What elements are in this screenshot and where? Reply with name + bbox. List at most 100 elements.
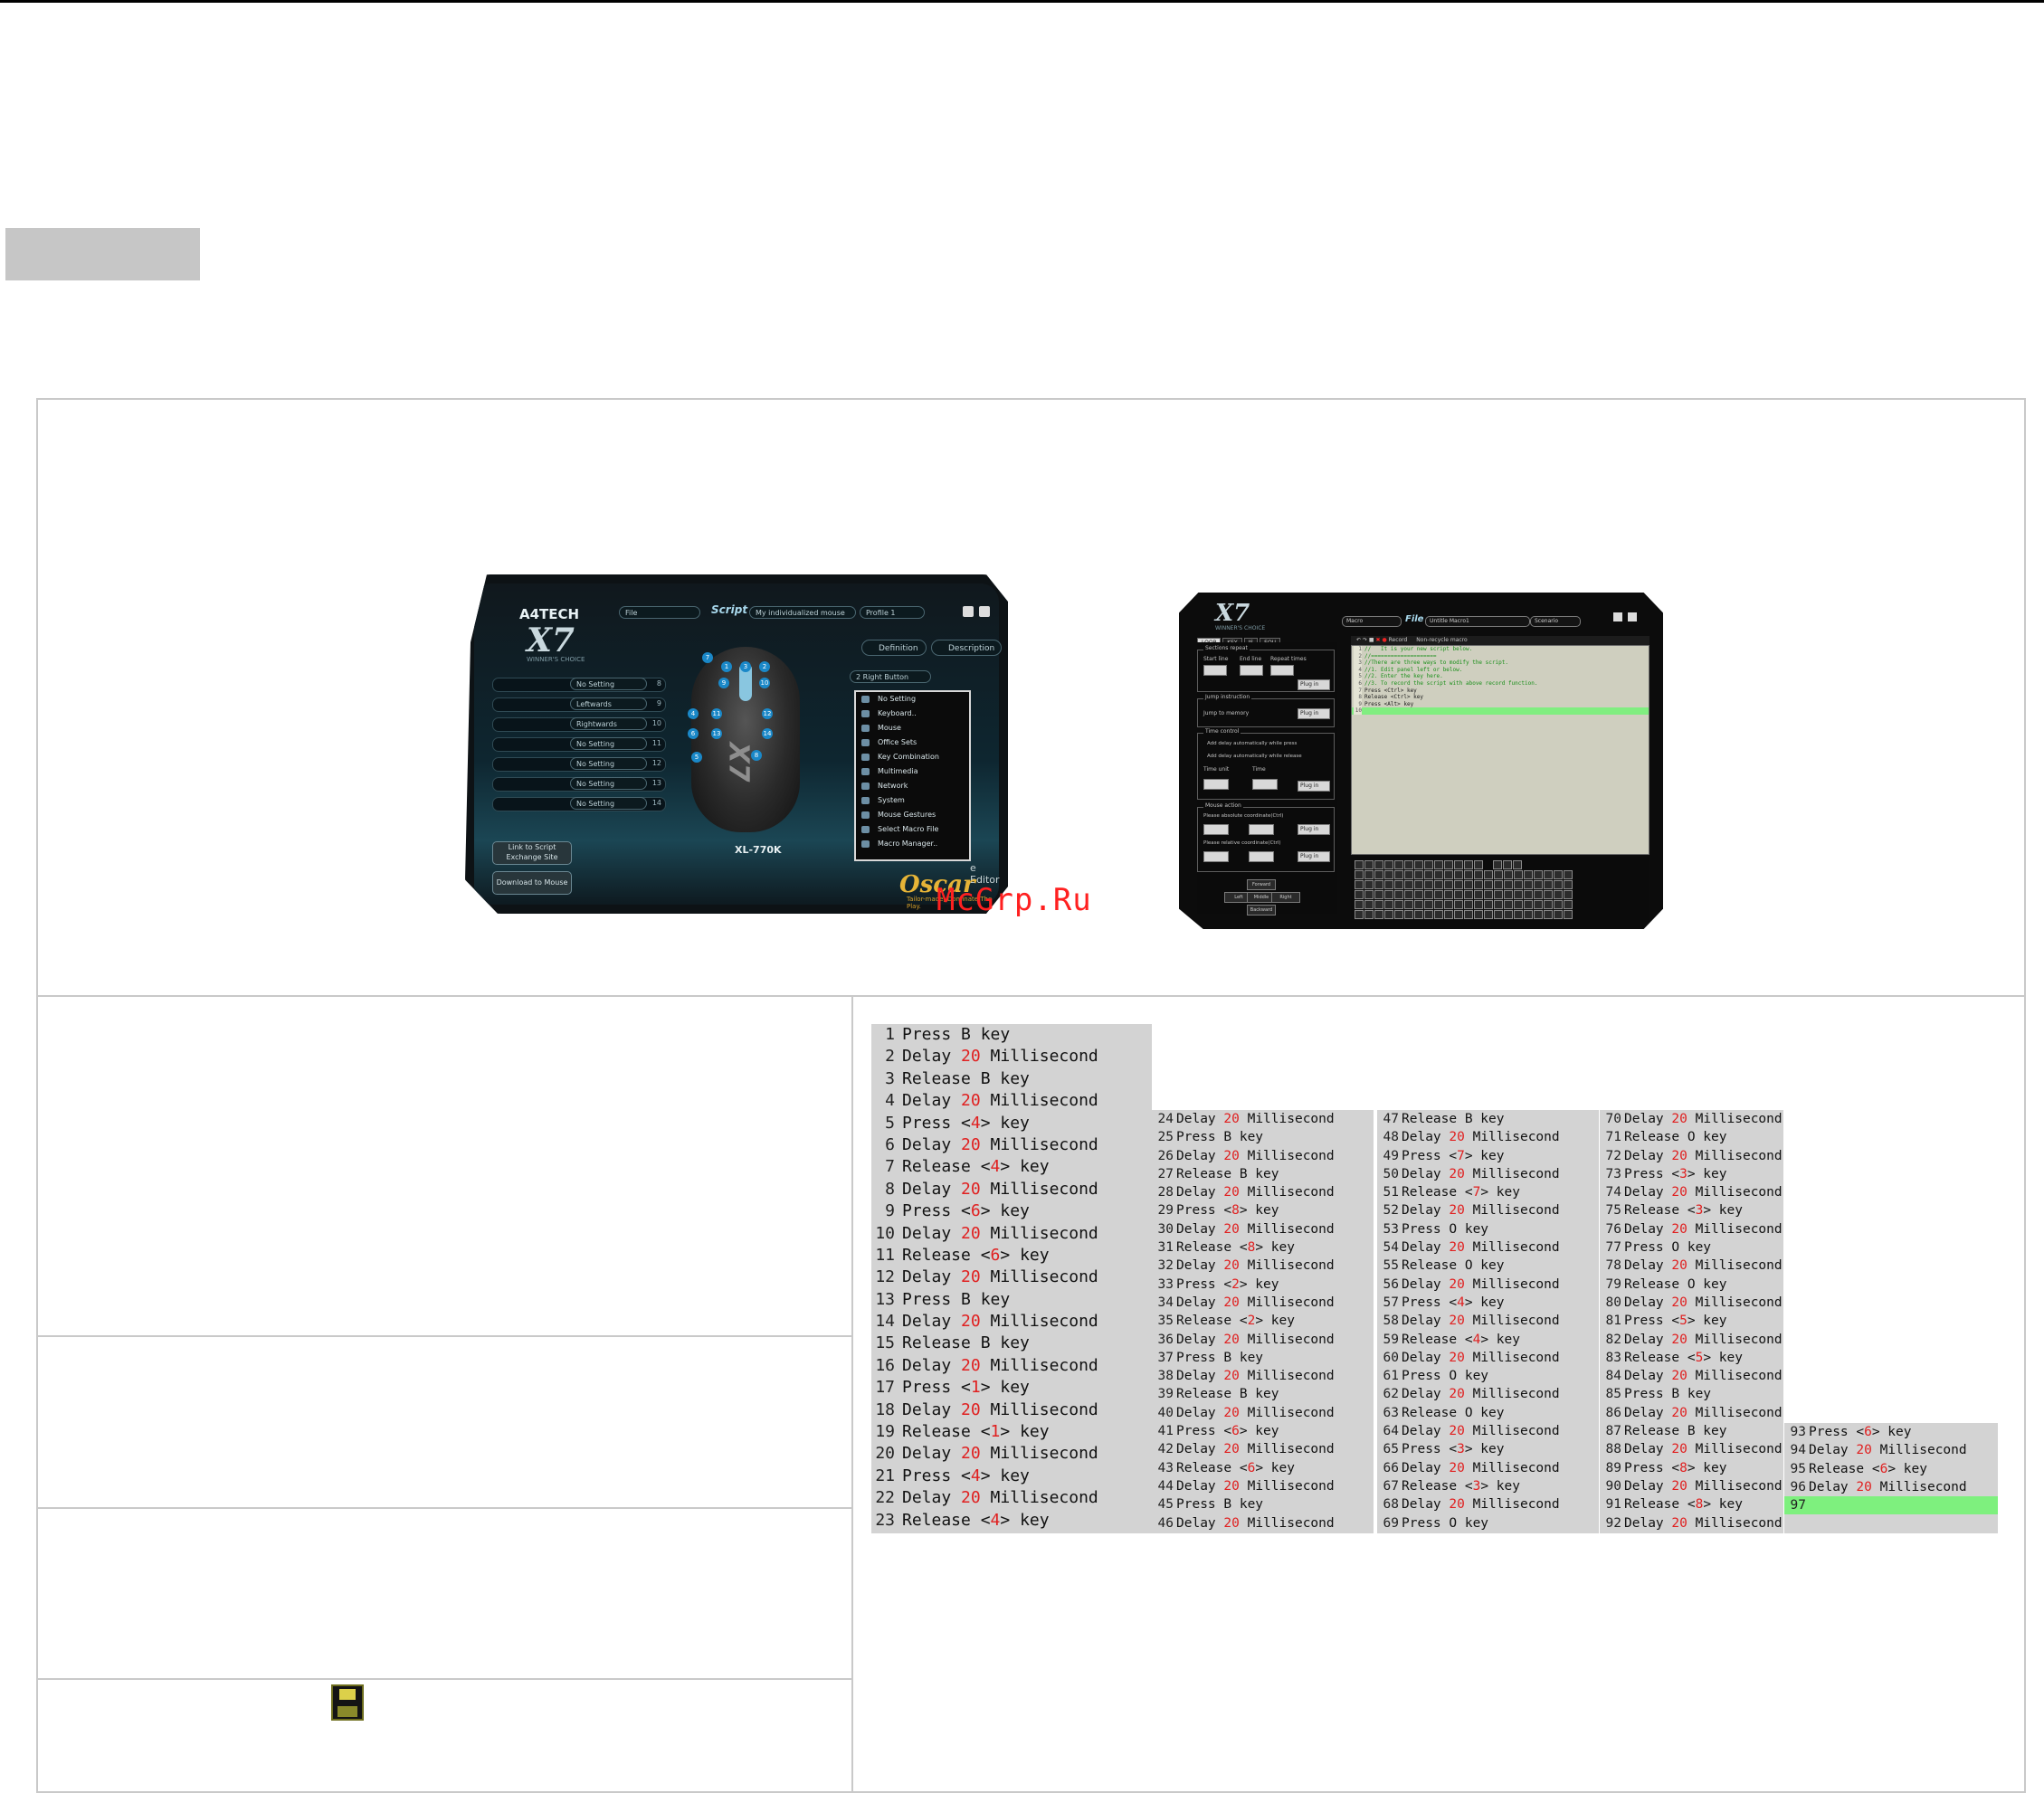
button-marker-4[interactable]: 4	[688, 708, 699, 719]
editor-line[interactable]: 4//1. Edit panel left or below.	[1352, 666, 1649, 674]
keyboard-key[interactable]	[1504, 900, 1513, 909]
record-label[interactable]: Record	[1388, 637, 1408, 643]
keyboard-key[interactable]	[1444, 860, 1453, 869]
repeat-times-input[interactable]	[1270, 665, 1294, 676]
keyboard-key[interactable]	[1454, 880, 1463, 889]
keyboard-key[interactable]	[1374, 890, 1383, 899]
keyboard-key[interactable]	[1524, 870, 1533, 879]
description-button[interactable]: Description	[931, 640, 1002, 656]
keyboard-key[interactable]	[1514, 870, 1523, 879]
keyboard-key[interactable]	[1414, 870, 1423, 879]
keyboard-key[interactable]	[1454, 910, 1463, 919]
keyboard-key[interactable]	[1504, 870, 1513, 879]
keyboard-key[interactable]	[1374, 860, 1383, 869]
scenario-dropdown[interactable]: Scenario	[1530, 616, 1581, 627]
keyboard-key[interactable]	[1374, 870, 1383, 879]
editor-line[interactable]: 5//2. Enter the key here.	[1352, 673, 1649, 680]
keyboard-key[interactable]	[1524, 890, 1533, 899]
script-dropdown[interactable]: My individualized mouse	[749, 606, 856, 619]
keyboard-key[interactable]	[1394, 900, 1403, 909]
keyboard-key[interactable]	[1364, 860, 1374, 869]
keyboard-key[interactable]	[1394, 890, 1403, 899]
keyboard-key[interactable]	[1524, 910, 1533, 919]
keyboard-key[interactable]	[1534, 870, 1543, 879]
keyboard-key[interactable]	[1564, 900, 1573, 909]
definition-button[interactable]: Definition	[861, 640, 927, 656]
keyboard-key[interactable]	[1355, 860, 1364, 869]
time-input[interactable]	[1252, 779, 1278, 790]
keyboard-key[interactable]	[1424, 880, 1433, 889]
button-marker-10[interactable]: 10	[759, 678, 770, 688]
menu-item[interactable]: Select Macro File	[856, 822, 969, 837]
keyboard-key[interactable]	[1434, 860, 1443, 869]
keyboard-key[interactable]	[1434, 870, 1443, 879]
end-line-input[interactable]	[1240, 665, 1263, 676]
keyboard-key[interactable]	[1464, 910, 1473, 919]
link-script-exchange-button[interactable]: Link to Script Exchange Site	[492, 841, 572, 865]
keyboard-key[interactable]	[1514, 910, 1523, 919]
mouse-left-button[interactable]: Left	[1224, 892, 1253, 903]
menu-item[interactable]: Mouse Gestures	[856, 808, 969, 822]
rel-y-input[interactable]	[1249, 851, 1274, 862]
keyboard-key[interactable]	[1484, 910, 1493, 919]
keyboard-key[interactable]	[1424, 870, 1433, 879]
keyboard-key[interactable]	[1544, 890, 1553, 899]
file-dropdown[interactable]: Untitle Macro1	[1425, 616, 1530, 627]
slot-setting-dropdown[interactable]: No Setting	[570, 797, 647, 810]
button-marker-8[interactable]: 8	[751, 750, 762, 761]
keyboard-key[interactable]	[1374, 880, 1383, 889]
keyboard-key[interactable]	[1494, 880, 1503, 889]
keyboard-key[interactable]	[1534, 900, 1543, 909]
keyboard-key[interactable]	[1504, 890, 1513, 899]
macro-dropdown[interactable]: Macro	[1342, 616, 1402, 627]
keyboard-key[interactable]	[1414, 880, 1423, 889]
keyboard-key[interactable]	[1534, 890, 1543, 899]
editor-line[interactable]: 2//====================	[1352, 652, 1649, 660]
minimize-icon[interactable]	[963, 606, 974, 617]
keyboard-key[interactable]	[1504, 910, 1513, 919]
slot-setting-dropdown[interactable]: No Setting	[570, 757, 647, 770]
add-delay-press-checkbox[interactable]: Add delay automatically while press	[1207, 741, 1298, 746]
keyboard-key[interactable]	[1424, 910, 1433, 919]
keyboard-key[interactable]	[1544, 880, 1553, 889]
keyboard-key[interactable]	[1544, 900, 1553, 909]
slot-setting-dropdown[interactable]: Rightwards	[570, 717, 647, 730]
keyboard-key[interactable]	[1484, 870, 1493, 879]
keyboard-key[interactable]	[1524, 880, 1533, 889]
keyboard-key[interactable]	[1404, 880, 1413, 889]
slot-setting-dropdown[interactable]: No Setting	[570, 737, 647, 750]
script-editor[interactable]: 1// It is your new script below.2//=====…	[1351, 645, 1649, 855]
keyboard-key[interactable]	[1454, 860, 1463, 869]
keyboard-key[interactable]	[1394, 910, 1403, 919]
keyboard-key[interactable]	[1544, 910, 1553, 919]
keyboard-key[interactable]	[1424, 890, 1433, 899]
menu-item[interactable]: Macro Manager..	[856, 837, 969, 851]
mouse-right-button[interactable]: Right	[1271, 892, 1300, 903]
keyboard-key[interactable]	[1554, 870, 1563, 879]
menu-item[interactable]: System	[856, 793, 969, 808]
editor-line[interactable]: 1// It is your new script below.	[1352, 646, 1649, 653]
keyboard-key[interactable]	[1464, 860, 1473, 869]
keyboard-key[interactable]	[1474, 890, 1483, 899]
keyboard-key[interactable]	[1514, 900, 1523, 909]
keyboard-key[interactable]	[1384, 870, 1393, 879]
button-marker-5[interactable]: 5	[691, 752, 702, 763]
undo-icon[interactable]: ↶	[1356, 637, 1362, 643]
keyboard-key[interactable]	[1424, 900, 1433, 909]
keyboard-key[interactable]	[1384, 890, 1393, 899]
keyboard-key[interactable]	[1404, 860, 1413, 869]
save-icon[interactable]: ■	[1368, 637, 1374, 643]
keyboard-key[interactable]	[1454, 900, 1463, 909]
plug-in-button[interactable]: Plug in	[1298, 708, 1330, 719]
keyboard-key[interactable]	[1434, 890, 1443, 899]
non-recycle-macro-label[interactable]: Non-recycle macro	[1416, 637, 1468, 643]
keyboard-key[interactable]	[1554, 910, 1563, 919]
add-delay-release-checkbox[interactable]: Add delay automatically while release	[1207, 754, 1302, 759]
keyboard-key[interactable]	[1414, 910, 1423, 919]
editor-line[interactable]: 10	[1352, 707, 1649, 715]
keyboard-key[interactable]	[1404, 870, 1413, 879]
